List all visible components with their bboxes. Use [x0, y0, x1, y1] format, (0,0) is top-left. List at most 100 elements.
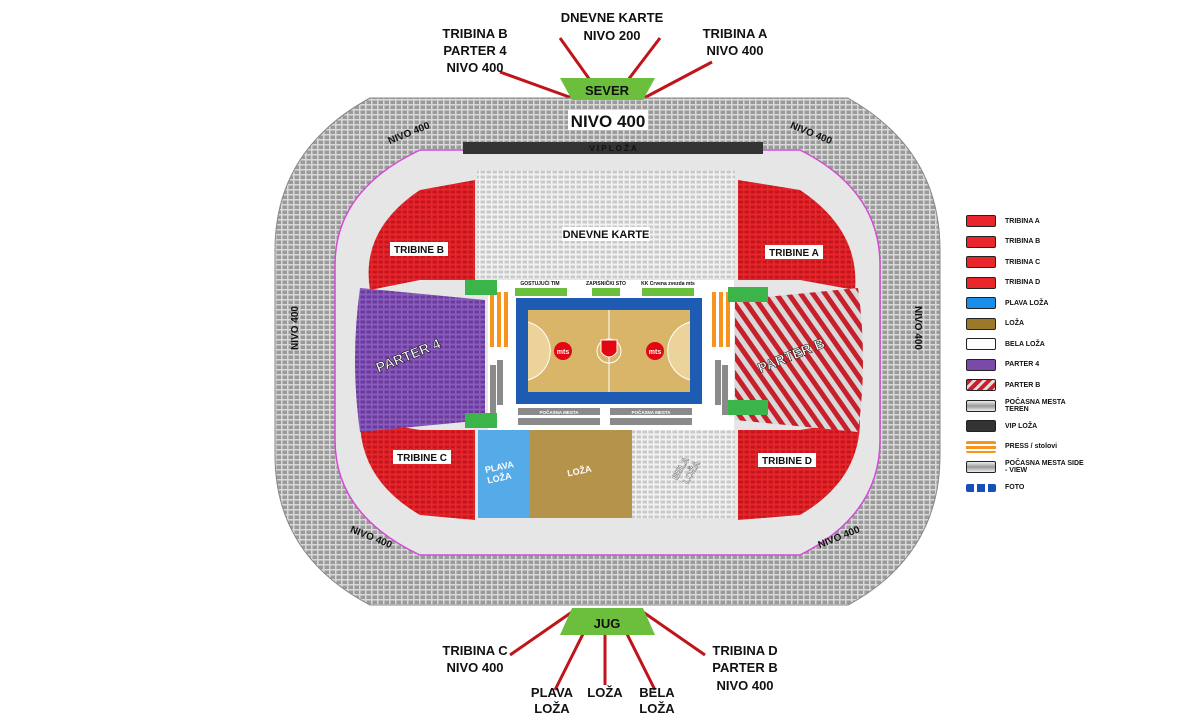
legend-swatch	[966, 399, 996, 412]
legend-label: LOŽA	[1005, 320, 1025, 328]
legend-item: POČASNA MESTA SIDE - VIEW	[966, 457, 1086, 478]
svg-text:TRIBINA C: TRIBINA C	[442, 643, 508, 658]
legend-item: VIP LOŽA	[966, 416, 1086, 437]
tribina-c[interactable]	[360, 420, 475, 520]
club-crest-icon	[600, 339, 618, 358]
legend-swatch	[966, 297, 996, 310]
svg-text:LOŽA: LOŽA	[587, 685, 623, 700]
legend-swatch	[966, 440, 996, 453]
svg-text:TRIBINA D: TRIBINA D	[712, 643, 777, 658]
svg-text:NIVO 400: NIVO 400	[571, 112, 646, 131]
svg-text:NIVO 400: NIVO 400	[290, 306, 301, 350]
legend-item: PARTER B	[966, 375, 1086, 396]
legend-swatch	[966, 379, 996, 392]
legend-label: PARTER B	[1005, 381, 1041, 389]
tribina-b[interactable]	[368, 180, 475, 290]
exit-sign-icon	[465, 280, 768, 428]
legend-swatch	[966, 338, 996, 351]
legend-swatch	[966, 235, 996, 248]
parter-4[interactable]	[355, 288, 485, 432]
svg-text:TRIBINE B: TRIBINE B	[394, 245, 444, 256]
svg-text:DNEVNE KARTE: DNEVNE KARTE	[561, 10, 664, 25]
jug-label: JUG	[594, 616, 621, 631]
svg-text:LOŽA: LOŽA	[566, 463, 593, 479]
vip-loza[interactable]	[463, 142, 763, 154]
pocasna-label: POČASNA MESTA	[631, 409, 671, 415]
legend-item: POČASNA MESTA TEREN	[966, 396, 1086, 417]
parter-b[interactable]	[735, 288, 863, 432]
legend-label: PARTER 4	[1005, 361, 1040, 369]
home-team-label: KK Crvena zvezda mts	[641, 281, 695, 287]
gostujuci-label: GOSTUJUĆI TIM	[520, 279, 559, 287]
loza-section[interactable]	[530, 430, 632, 518]
legend-swatch	[966, 256, 996, 269]
top-labels: TRIBINA B PARTER 4 NIVO 400 DNEVNE KARTE…	[442, 10, 768, 75]
legend-item: BELA LOŽA	[966, 334, 1086, 355]
svg-text:TRIBINE C: TRIBINE C	[397, 453, 447, 464]
legend-label: PRESS / stolovi	[1005, 443, 1058, 451]
svg-text:NIVO 200: NIVO 200	[583, 28, 640, 43]
svg-text:NIVO 400: NIVO 400	[446, 60, 503, 75]
legend-label: FOTO	[1005, 484, 1025, 492]
svg-text:LOŽA: LOŽA	[486, 470, 513, 486]
svg-text:NIVO 400: NIVO 400	[446, 660, 503, 675]
svg-text:PARTER B: PARTER B	[712, 660, 777, 675]
legend-swatch	[966, 420, 996, 433]
pocasna-mesta[interactable]	[490, 360, 728, 425]
svg-text:PARTER 4: PARTER 4	[443, 43, 507, 58]
legend-label: TRIBINA A	[1005, 217, 1040, 225]
legend-label: TRIBINA C	[1005, 258, 1041, 266]
svg-text:NIVO 400: NIVO 400	[912, 306, 923, 350]
dnevne-karte-section[interactable]	[477, 170, 735, 278]
vip-label: V I P L O Ž A	[589, 144, 637, 153]
legend: TRIBINA A TRIBINA B TRIBINA C TRIBINA D PLAV…	[966, 211, 1086, 498]
legend-item: TRIBINA A	[966, 211, 1086, 232]
sever-label: SEVER	[585, 83, 630, 98]
legend-item: TRIBINA D	[966, 273, 1086, 294]
legend-label: VIP LOŽA	[1005, 422, 1038, 430]
entrance-jug[interactable]	[560, 608, 655, 635]
zapisnicki-sto	[592, 288, 620, 296]
svg-text:LOŽA: LOŽA	[639, 701, 675, 716]
entrance-sever[interactable]	[560, 78, 655, 100]
legend-item: FOTO	[966, 478, 1086, 499]
bottom-labels: TRIBINA C NIVO 400 TRIBINA D PARTER B NI…	[442, 643, 777, 716]
legend-item: PLAVA LOŽA	[966, 293, 1086, 314]
legend-label: POČASNA MESTA SIDE - VIEW	[1005, 460, 1084, 475]
leader-lines	[499, 37, 713, 691]
svg-text:LOŽA: LOŽA	[534, 701, 570, 716]
mts-logo-left	[554, 342, 572, 360]
tribina-d[interactable]	[738, 420, 860, 520]
legend-label: PLAVA LOŽA	[1005, 299, 1049, 307]
svg-text:TRIBINA A: TRIBINA A	[703, 26, 768, 41]
gostujuci-bench	[515, 288, 567, 296]
bela-loza-section[interactable]	[632, 430, 735, 518]
mts-text-left: mts	[557, 349, 570, 356]
svg-text:TRIBINA B: TRIBINA B	[442, 26, 507, 41]
legend-label: TRIBINA B	[1005, 238, 1041, 246]
mts-logo-right	[646, 342, 664, 360]
legend-swatch	[966, 483, 996, 492]
press-tables	[490, 292, 730, 347]
legend-swatch	[966, 358, 996, 371]
legend-item: TRIBINA C	[966, 252, 1086, 273]
legend-item: LOŽA	[966, 314, 1086, 335]
legend-swatch	[966, 461, 996, 474]
legend-label: POČASNA MESTA TEREN	[1005, 398, 1066, 413]
zapisnicki-label: ZAPISNIČKI STO	[586, 280, 626, 287]
legend-swatch	[966, 215, 996, 228]
tribina-a[interactable]	[738, 180, 856, 290]
legend-label: TRIBINA D	[1005, 279, 1041, 287]
legend-item: PARTER 4	[966, 355, 1086, 376]
legend-label: BELA LOŽA	[1005, 340, 1045, 348]
legend-swatch	[966, 276, 996, 289]
pocasna-label: POČASNA MESTA	[539, 409, 579, 415]
home-bench	[642, 288, 694, 296]
svg-text:BELA: BELA	[639, 685, 675, 700]
legend-swatch	[966, 317, 996, 330]
svg-text:PLAVA: PLAVA	[531, 685, 574, 700]
svg-text:NIVO 400: NIVO 400	[716, 678, 773, 693]
mts-text-right: mts	[649, 349, 662, 356]
legend-item: PRESS / stolovi	[966, 437, 1086, 458]
plava-loza-section[interactable]	[478, 430, 530, 518]
